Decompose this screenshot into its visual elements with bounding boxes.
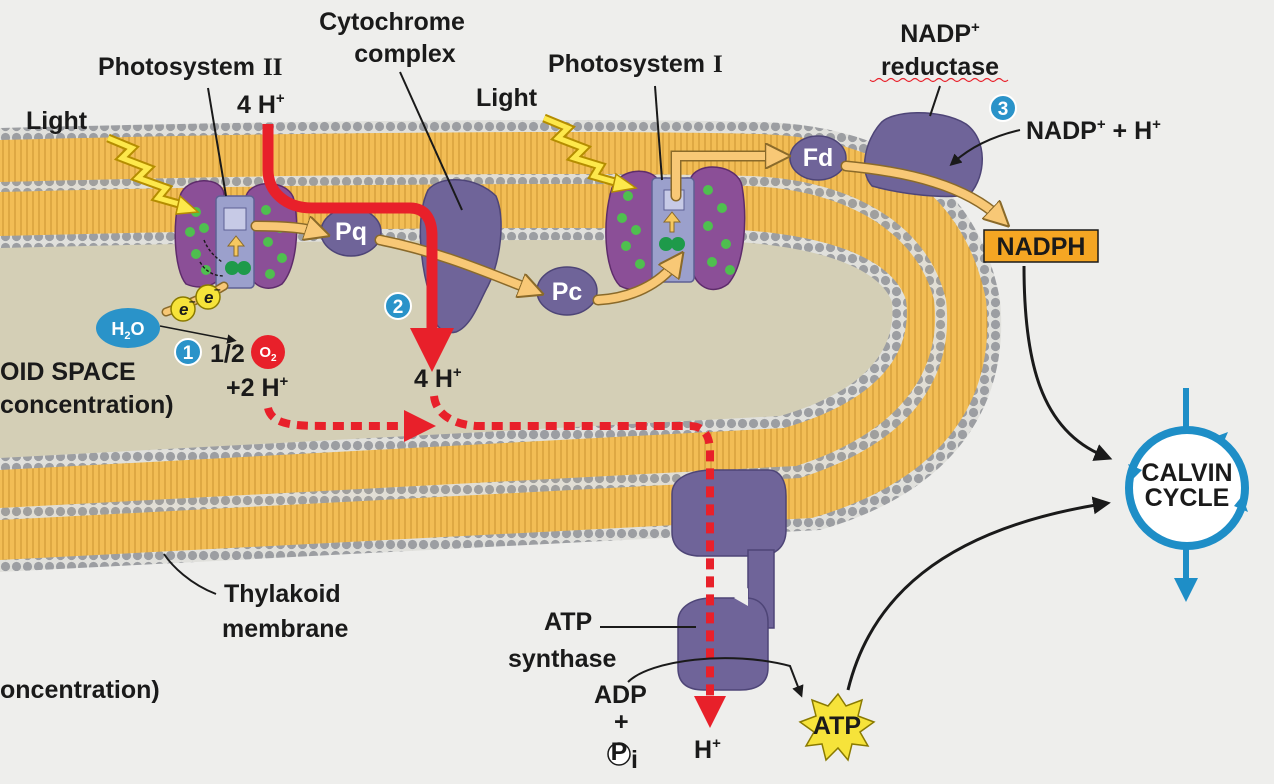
svg-text:P: P [611, 738, 628, 766]
half-label: 1/2 [210, 340, 245, 368]
thylakoid-membrane-label-line2: membrane [222, 615, 349, 643]
bottom-proton-label: H+ [694, 735, 721, 764]
svg-text:–: – [214, 282, 221, 296]
thylakoid-space-label: OID SPACE [0, 358, 136, 386]
svg-text:3: 3 [998, 99, 1009, 120]
svg-text:ATP: ATP [813, 712, 861, 740]
svg-text:1: 1 [183, 343, 194, 364]
stroma-concentration-label: oncentration) [0, 676, 160, 704]
step-3-badge: 3 [989, 94, 1017, 122]
water-split-arrow [159, 325, 237, 344]
nadp-plus-h-label: NADP+ + H+ [1026, 116, 1161, 145]
svg-text:i: i [631, 746, 638, 774]
stroma-proton-label: 4 H+ [237, 90, 285, 119]
svg-text:CALVIN: CALVIN [1141, 459, 1232, 487]
nadph-box: NADPH [983, 229, 1099, 263]
thylakoid-space-concentration-label: concentration) [0, 391, 174, 419]
step-2-badge: 2 [384, 292, 412, 320]
calvin-cycle: CALVIN CYCLE [1125, 388, 1249, 602]
o2-molecule: O2 [251, 335, 285, 369]
svg-text:Pc: Pc [552, 278, 583, 306]
cytochrome-complex-protein [419, 179, 502, 334]
pq-carrier: Pq [320, 207, 382, 257]
fd-carrier: Fd [789, 135, 847, 181]
cytochrome-label-line1: Cytochrome [319, 8, 465, 36]
atp-synthase-label-line2: synthase [508, 645, 616, 673]
svg-text:Fd: Fd [803, 144, 834, 172]
light-label-right: Light [476, 84, 538, 112]
svg-text:NADPH: NADPH [997, 233, 1086, 261]
light-bolt-left-icon [106, 133, 200, 215]
proton-flow-arrows [262, 124, 726, 728]
light-bolt-right-icon [542, 113, 638, 193]
atp-star-icon: ATP [798, 692, 876, 762]
thylakoid-membrane-label-line1: Thylakoid [224, 580, 341, 608]
svg-text:–: – [189, 294, 196, 308]
svg-text:Pq: Pq [335, 218, 367, 246]
atp-synthase-protein [671, 469, 787, 691]
thylakoid-membrane-shape [0, 120, 1002, 572]
nadp-reductase-label-line2: reductase [881, 53, 999, 81]
atp-synthase-label-line1: ATP [544, 608, 592, 636]
light-label-left: Light [26, 107, 88, 135]
plus-label: + [614, 708, 629, 736]
pi-phosphate: P i [607, 738, 638, 774]
svg-text:O2: O2 [259, 344, 277, 364]
photosystem-ii-complex [174, 180, 298, 289]
electron-1: e – [170, 294, 196, 322]
svg-text:e: e [179, 300, 188, 319]
electron-2: e – [195, 282, 221, 310]
two-proton-label: +2 H+ [226, 373, 289, 402]
step-1-badge: 1 [174, 338, 202, 366]
cytochrome-label-line2: complex [354, 40, 456, 68]
svg-text:CYCLE: CYCLE [1145, 484, 1230, 512]
svg-text:e: e [204, 288, 213, 307]
h2o-molecule: H2O [96, 308, 160, 348]
svg-text:2: 2 [393, 297, 404, 318]
lumen-proton-label: 4 H+ [414, 364, 462, 393]
nadp-reductase-label-line1: NADP+ [900, 19, 980, 48]
svg-text:H2O: H2O [111, 319, 144, 342]
pc-carrier: Pc [536, 266, 598, 316]
adp-label: ADP [594, 681, 647, 709]
pointer-lines [163, 71, 1113, 698]
